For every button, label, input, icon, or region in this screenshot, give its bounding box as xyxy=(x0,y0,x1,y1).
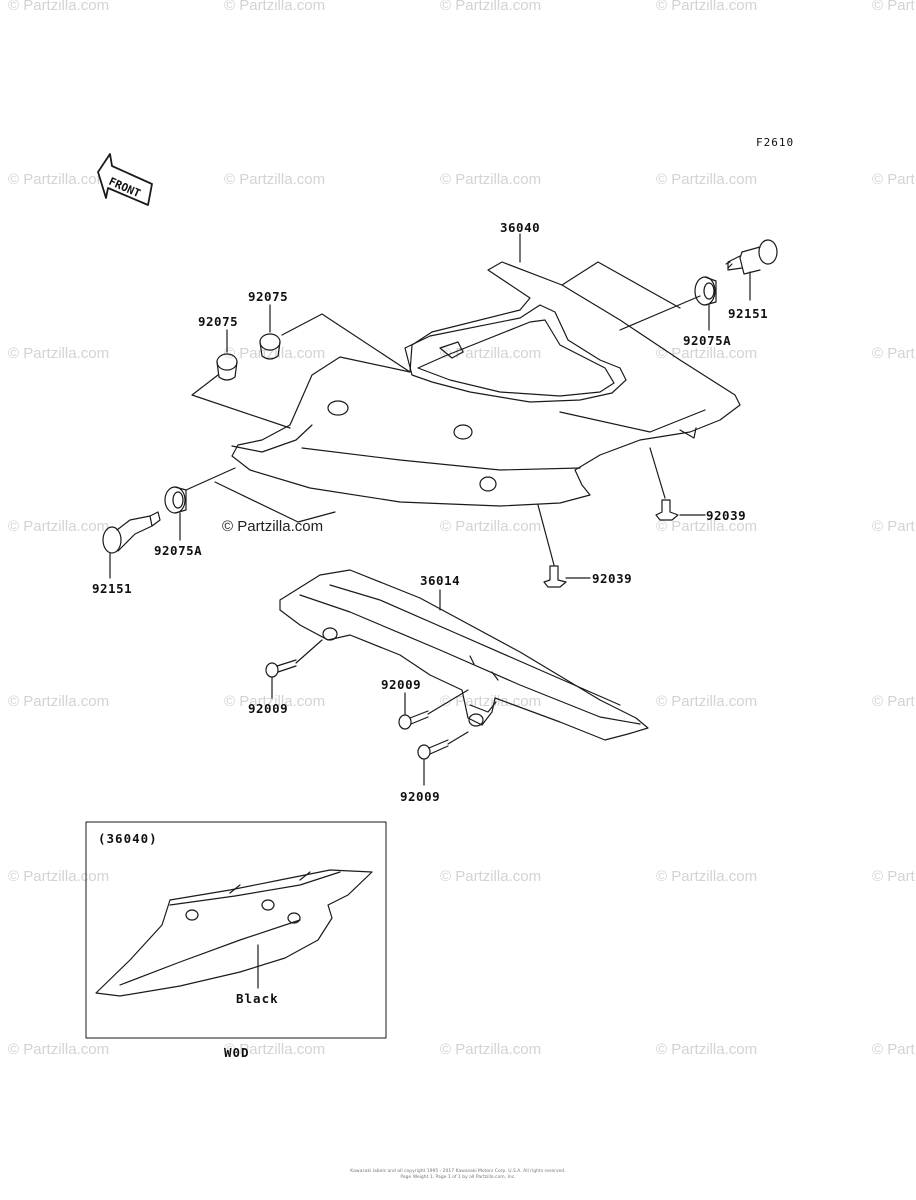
watermark: © Partzilla.com xyxy=(656,171,758,188)
part-number-92151: 92151 xyxy=(728,306,769,321)
watermark: © Partzilla.com xyxy=(8,0,110,14)
watermark: © Partzilla.com xyxy=(224,171,326,188)
leader-line xyxy=(185,467,236,491)
inset-title: (36040) xyxy=(98,831,158,846)
side-cover-36014 xyxy=(279,569,649,741)
part-number-36014: 36014 xyxy=(420,573,461,588)
part-number-92009: 92009 xyxy=(248,701,289,716)
front-arrow-icon: FRONT xyxy=(97,153,153,206)
screw-92009-mid xyxy=(398,710,429,730)
leader-line xyxy=(281,313,411,373)
part-number-92075A: 92075A xyxy=(154,543,203,558)
part-number-92039: 92039 xyxy=(592,571,633,586)
part-number-92075: 92075 xyxy=(248,289,289,304)
watermark: © Partzilla.com xyxy=(656,345,758,362)
leader-line xyxy=(561,261,681,309)
part-number-36040: 36040 xyxy=(500,220,541,235)
seat-cover-36040 xyxy=(231,261,741,507)
grommet-92075-lower xyxy=(216,353,238,381)
leader-line xyxy=(191,374,291,429)
watermark: © Part xyxy=(872,868,915,885)
part-number-92075A: 92075A xyxy=(683,333,732,348)
grommet-92075A-left xyxy=(164,486,187,514)
inset-color-label: Black xyxy=(236,991,279,1006)
watermark: © Part xyxy=(872,345,915,362)
leader-line xyxy=(619,295,701,331)
center-watermark: © Partzilla.com xyxy=(222,518,324,535)
leader-line xyxy=(214,481,336,523)
footer-copyright: Kawasaki labels and all copyright 1995 -… xyxy=(300,1169,616,1181)
watermark: © Partzilla.com xyxy=(656,1041,758,1058)
watermark: © Partzilla.com xyxy=(224,345,326,362)
leader-line xyxy=(537,504,555,566)
footer-line-2: Page Weight 1, Page 1 of 1 by all Partzi… xyxy=(400,1175,516,1180)
inset-seat-cover xyxy=(95,869,373,997)
watermark: © Partzilla.com xyxy=(8,693,110,710)
watermark: © Partzilla.com xyxy=(8,518,110,535)
watermark: © Part xyxy=(872,518,915,535)
clip-92039-center xyxy=(543,565,567,588)
leader-line xyxy=(295,639,323,664)
grommet-92075A-right xyxy=(694,276,717,306)
watermark: © Partzilla.com xyxy=(656,0,758,14)
clip-92039-right xyxy=(655,499,679,521)
watermark: © Partzilla.com xyxy=(440,518,542,535)
watermark: © Partzilla.com xyxy=(440,0,542,14)
watermark: © Partzilla.com xyxy=(224,693,326,710)
watermark: © Partzilla.com xyxy=(8,1041,110,1058)
watermark: © Partzilla.com xyxy=(656,868,758,885)
watermark: © Part xyxy=(872,693,915,710)
footer-line-1: Kawasaki labels and all copyright 1995 -… xyxy=(350,1169,566,1174)
inset-model-code: W0D xyxy=(224,1045,250,1060)
screw-92009-bottom xyxy=(417,739,449,760)
watermark: © Partzilla.com xyxy=(440,868,542,885)
watermark: © Partzilla.com xyxy=(224,0,326,14)
part-number-92009: 92009 xyxy=(381,677,422,692)
figure-code: F2610 xyxy=(756,136,795,149)
screw-92009-left xyxy=(265,659,297,678)
watermark: © Part xyxy=(872,1041,915,1058)
watermark: © Partzilla.com xyxy=(440,345,542,362)
watermark: © Partzilla.com xyxy=(656,693,758,710)
watermark: © Part xyxy=(872,0,915,14)
part-number-92151: 92151 xyxy=(92,581,133,596)
grommet-92075-upper xyxy=(259,333,281,360)
leader-line xyxy=(427,689,469,715)
watermark: © Partzilla.com xyxy=(8,171,110,188)
leader-line xyxy=(447,731,469,745)
part-number-92075: 92075 xyxy=(198,314,239,329)
part-number-92009: 92009 xyxy=(400,789,441,804)
bolt-92151-right xyxy=(725,239,778,275)
bolt-92151-left xyxy=(102,511,161,554)
part-number-92039: 92039 xyxy=(706,508,747,523)
watermark: © Partzilla.com xyxy=(8,868,110,885)
watermark: © Partzilla.com xyxy=(440,1041,542,1058)
inset-frame xyxy=(85,821,387,1039)
watermark: © Partzilla.com xyxy=(440,171,542,188)
watermark: © Partzilla.com xyxy=(8,345,110,362)
watermark: © Part xyxy=(872,171,915,188)
watermark: © Partzilla.com xyxy=(224,1041,326,1058)
leader-line xyxy=(649,447,666,499)
watermark: © Partzilla.com xyxy=(656,518,758,535)
